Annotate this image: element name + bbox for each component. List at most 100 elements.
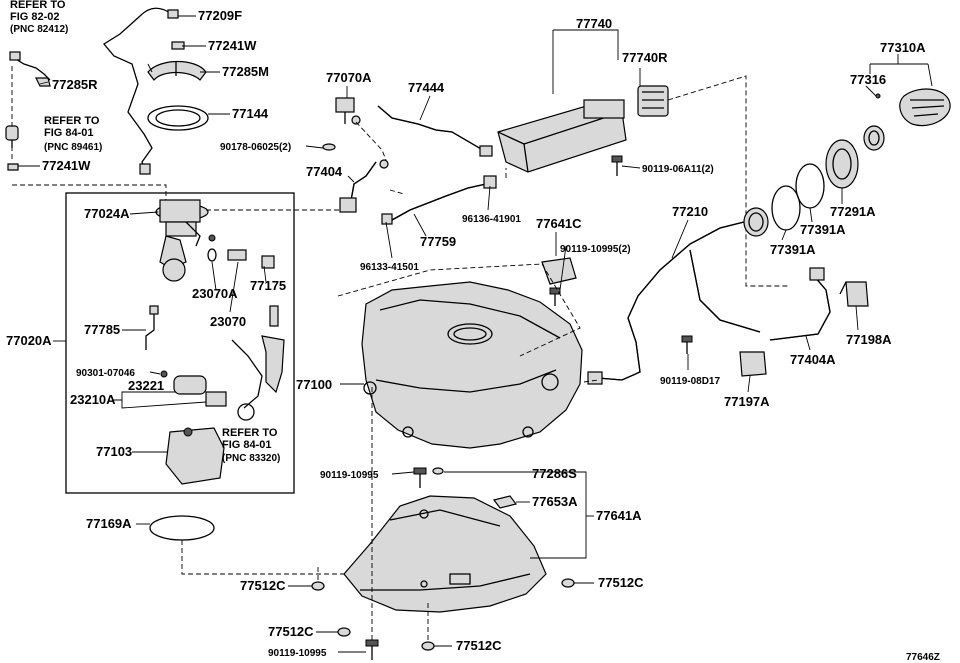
- label-77169A: 77169A: [86, 516, 132, 531]
- label-77144: 77144: [232, 106, 269, 121]
- label-23070: 23070: [210, 314, 246, 329]
- sensor-77285R-icon: [9, 51, 51, 87]
- label-77020A: 77020A: [6, 333, 52, 348]
- bolt-90119-10995-b-icon: [365, 639, 379, 660]
- ref3-line1: REFER TO: [222, 427, 278, 439]
- label-90119-06A11: 90119-06A11(2): [642, 164, 714, 175]
- fuel-pump-module-box: [65, 192, 295, 494]
- wire-77209F-icon: [103, 7, 179, 175]
- label-90119-10995-2: 90119-10995(2): [560, 244, 631, 255]
- wire-77785-icon: [145, 305, 159, 350]
- label-77209F: 77209F: [198, 8, 242, 23]
- hose-77404A-icon: [769, 267, 831, 341]
- fuel-tank-77100-icon: [361, 281, 583, 449]
- bracket-77198A-icon: [839, 281, 869, 307]
- label-96136-41901: 96136-41901: [462, 214, 521, 225]
- fuel-cap-77310A-icon: [899, 88, 951, 127]
- label-77759: 77759: [420, 234, 456, 249]
- ref1-line3: (PNC 82412): [10, 24, 68, 35]
- label-77641A: 77641A: [596, 508, 642, 523]
- label-77103: 77103: [96, 444, 132, 459]
- label-77785: 77785: [84, 322, 120, 337]
- clip-77241W-icon: [7, 163, 19, 171]
- label-77100: 77100: [296, 377, 332, 392]
- pump-23221-icon: [160, 370, 227, 407]
- label-77070A: 77070A: [326, 70, 372, 85]
- label-77310A: 77310A: [880, 40, 926, 55]
- clip-77512C-c-icon: [337, 627, 351, 637]
- washer-77286S-icon: [432, 467, 444, 475]
- label-77512C-c: 77512C: [268, 624, 314, 639]
- label-77241W-b: 77241W: [42, 158, 91, 173]
- retainer-77285M-icon: [147, 61, 207, 81]
- label-77391A-a: 77391A: [770, 242, 816, 257]
- label-90301-07046: 90301-07046: [76, 368, 135, 379]
- canister-77740-icon: [497, 85, 669, 173]
- grommet-90178-icon: [322, 143, 336, 151]
- hose-77759-icon: [381, 175, 497, 225]
- clip-77512C-d-icon: [421, 641, 435, 651]
- gasket-77169A-icon: [149, 515, 215, 541]
- label-90119-10995-a: 90119-10995: [320, 470, 379, 481]
- bracket-77197A-icon: [739, 351, 767, 377]
- label-77198A: 77198A: [846, 332, 892, 347]
- ref2-line2: FIG 84-01: [44, 127, 94, 139]
- bolt-90119-08D17-icon: [681, 335, 693, 354]
- label-77404: 77404: [306, 164, 343, 179]
- ref3-line2: FIG 84-01: [222, 439, 272, 451]
- sensor-89461-icon: [5, 125, 19, 148]
- label-96133-41501: 96133-41501: [360, 262, 419, 273]
- filter-23070-icon: [207, 248, 275, 269]
- label-77210: 77210: [672, 204, 708, 219]
- clip-77512C-b-icon: [561, 578, 575, 588]
- fuel-pump-assembly-icon: [155, 199, 216, 282]
- hose-77444-icon: [377, 105, 493, 157]
- label-77175: 77175: [250, 278, 286, 293]
- label-77286S: 77286S: [532, 466, 577, 481]
- hose-77404-icon: [339, 159, 389, 213]
- label-77512C-b: 77512C: [598, 575, 644, 590]
- bolt-90119-06A11-icon: [611, 155, 623, 176]
- label-90178-06025: 90178-06025(2): [220, 142, 291, 153]
- clip-77241W-top-icon: [171, 41, 185, 50]
- clip-77512C-a-icon: [311, 581, 325, 591]
- label-23210A: 23210A: [70, 392, 116, 407]
- label-23221: 23221: [128, 378, 164, 393]
- label-77316: 77316: [850, 72, 886, 87]
- part-labels: 77209F 77241W 77285M 77285R 77144 77241W…: [6, 8, 940, 663]
- label-77444: 77444: [408, 80, 445, 95]
- label-77641C: 77641C: [536, 216, 582, 231]
- label-77291A: 77291A: [830, 204, 876, 219]
- oring-77391A-a-icon: [771, 185, 801, 231]
- label-77512C-d: 77512C: [456, 638, 502, 653]
- seal-77291A-icon: [825, 139, 859, 189]
- reservoir-77103-icon: [165, 427, 225, 485]
- label-77241W-a: 77241W: [208, 38, 257, 53]
- label-77197A: 77197A: [724, 394, 770, 409]
- label-77740R: 77740R: [622, 50, 668, 65]
- label-77024A: 77024A: [84, 206, 130, 221]
- sender-gauge-icon: [231, 305, 285, 421]
- valve-77070A-icon: [335, 97, 361, 125]
- bolt-90119-10995-a-icon: [413, 467, 427, 488]
- ref2-line1: REFER TO: [44, 115, 100, 127]
- label-77740: 77740: [576, 16, 612, 31]
- label-90119-10995-b: 90119-10995: [268, 648, 327, 659]
- label-77391A-b: 77391A: [800, 222, 846, 237]
- ref3-line3: (PNC 83320): [222, 453, 280, 464]
- leader-lines: [18, 15, 933, 653]
- label-77285M: 77285M: [222, 64, 269, 79]
- ring-77316-icon: [863, 93, 885, 151]
- tank-protector-77641A-icon: [343, 495, 547, 613]
- bracket-77641C-icon: [541, 257, 577, 306]
- label-90119-08D17: 90119-08D17: [660, 376, 720, 387]
- label-77285R: 77285R: [52, 77, 98, 92]
- ref1-line2: FIG 82-02: [10, 11, 60, 23]
- filler-pipe-77210-icon: [587, 207, 769, 385]
- pad-77653A-icon: [492, 495, 518, 509]
- diagram-code: 77646Z: [906, 652, 940, 663]
- ref2-line3: (PNC 89461): [44, 142, 102, 153]
- label-77653A: 77653A: [532, 494, 578, 509]
